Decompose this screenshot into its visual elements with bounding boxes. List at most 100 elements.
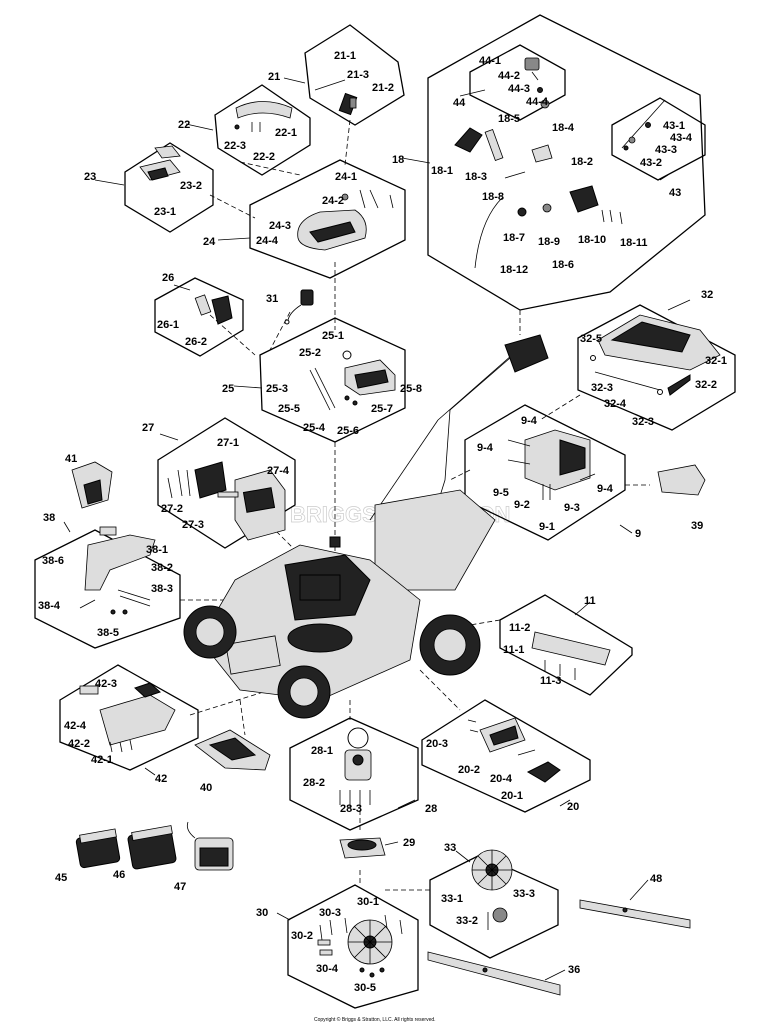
- part-44-knob-kit: [524, 57, 550, 109]
- label-45: 45: [55, 872, 67, 884]
- label-33: 33: [444, 842, 456, 854]
- label-20: 20: [567, 801, 579, 813]
- group-38-outline: [34, 529, 181, 649]
- group-32-outline: [577, 304, 736, 431]
- label-22-3: 22-3: [224, 140, 246, 152]
- label-20-4: 20-4: [490, 773, 513, 785]
- label-25-1: 25-1: [322, 330, 344, 342]
- label-24-2: 24-2: [322, 195, 344, 207]
- label-42-1: 42-1: [91, 754, 113, 766]
- group-22-outline: [214, 84, 311, 176]
- label-30: 30: [256, 907, 268, 919]
- label-32: 32: [701, 289, 713, 301]
- group-21-outline: [304, 24, 405, 126]
- part-22-cover: [234, 101, 293, 132]
- label-32-3b: 32-3: [632, 416, 654, 428]
- group-30-outline: [287, 884, 419, 1009]
- label-43-3: 43-3: [655, 144, 677, 156]
- label-33-2: 33-2: [456, 915, 478, 927]
- label-26-2: 26-2: [185, 336, 207, 348]
- group-26-outline: [154, 277, 244, 357]
- label-25: 25: [222, 383, 234, 395]
- label-24-4: 24-4: [256, 235, 279, 247]
- label-25-7: 25-7: [371, 403, 393, 415]
- label-21-3: 21-3: [347, 69, 369, 81]
- label-22: 22: [178, 119, 190, 131]
- group-42-outline: [59, 664, 199, 771]
- label-32-1: 32-1: [705, 355, 727, 367]
- label-36: 36: [568, 964, 580, 976]
- label-26: 26: [162, 272, 174, 284]
- label-28-1: 28-1: [311, 745, 333, 757]
- label-42-2: 42-2: [68, 738, 90, 750]
- label-38: 38: [43, 512, 55, 524]
- label-11-1: 11-1: [503, 644, 524, 656]
- label-38-3: 38-3: [151, 583, 173, 595]
- label-43-4: 43-4: [670, 132, 693, 144]
- label-27-4: 27-4: [267, 465, 290, 477]
- part-18-handle-parts: [454, 127, 623, 269]
- label-30-5: 30-5: [354, 982, 376, 994]
- label-9-4a: 9-4: [521, 415, 538, 427]
- label-18-11: 18-11: [620, 237, 648, 249]
- label-28-2: 28-2: [303, 777, 325, 789]
- label-42-4: 42-4: [64, 720, 87, 732]
- mower-assembly: [183, 334, 549, 719]
- part-32-grass-bag: [590, 314, 721, 396]
- label-22-1: 22-1: [275, 127, 297, 139]
- label-25-4: 25-4: [303, 422, 326, 434]
- label-44-1: 44-1: [479, 55, 501, 67]
- label-18: 18: [392, 154, 404, 166]
- label-11-2: 11-2: [509, 622, 530, 634]
- label-9-1: 9-1: [539, 521, 555, 533]
- label-30-1: 30-1: [357, 896, 379, 908]
- part-24-control-panel: [297, 189, 394, 251]
- group-20-outline: [421, 699, 591, 813]
- label-41: 41: [65, 453, 77, 465]
- label-24-3: 24-3: [269, 220, 291, 232]
- copyright-text: Copyright © Briggs & Stratton, LLC. All …: [314, 1016, 436, 1023]
- label-27-1: 27-1: [217, 437, 239, 449]
- part-11-baffle: [531, 631, 611, 680]
- label-40: 40: [200, 782, 212, 794]
- label-42-3: 42-3: [95, 678, 117, 690]
- label-29: 29: [403, 837, 415, 849]
- label-25-8: 25-8: [400, 383, 422, 395]
- label-18-7: 18-7: [503, 232, 525, 244]
- group-28-outline: [289, 717, 419, 831]
- label-20-1: 20-1: [501, 790, 523, 802]
- label-48: 48: [650, 873, 662, 885]
- label-28: 28: [425, 803, 437, 815]
- label-20-3: 20-3: [426, 738, 448, 750]
- label-18-1: 18-1: [431, 165, 453, 177]
- label-20-2: 20-2: [458, 764, 480, 776]
- group-11-outline: [499, 594, 633, 696]
- label-43: 43: [669, 187, 681, 199]
- label-44-4: 44-4: [526, 96, 549, 108]
- label-9-2: 9-2: [514, 499, 530, 511]
- label-9: 9: [635, 528, 641, 540]
- label-23-2: 23-2: [180, 180, 202, 192]
- label-46: 46: [113, 869, 125, 881]
- part-43-handle-hardware: [621, 99, 666, 151]
- part-28-motor-mount: [339, 727, 372, 808]
- label-21: 21: [268, 71, 280, 83]
- label-38-1: 38-1: [146, 544, 168, 556]
- label-25-3: 25-3: [266, 383, 288, 395]
- label-25-2: 25-2: [299, 347, 321, 359]
- label-43-1: 43-1: [663, 120, 685, 132]
- label-44-2: 44-2: [498, 70, 520, 82]
- callout-labels: 21 21-1 21-3 21-2 22 22-1 22-3 22-2 23 2…: [38, 50, 727, 994]
- group-25-outline: [259, 317, 406, 443]
- label-42: 42: [155, 773, 167, 785]
- part-27-battery-housing: [167, 461, 286, 541]
- label-27-3: 27-3: [182, 519, 204, 531]
- label-33-3: 33-3: [513, 888, 535, 900]
- label-38-4: 38-4: [38, 600, 61, 612]
- label-23: 23: [84, 171, 96, 183]
- label-9-4c: 9-4: [597, 483, 614, 495]
- label-30-2: 30-2: [291, 930, 313, 942]
- label-44-3: 44-3: [508, 83, 530, 95]
- group-23-outline: [124, 142, 214, 233]
- part-20-rear-shield: [467, 717, 561, 783]
